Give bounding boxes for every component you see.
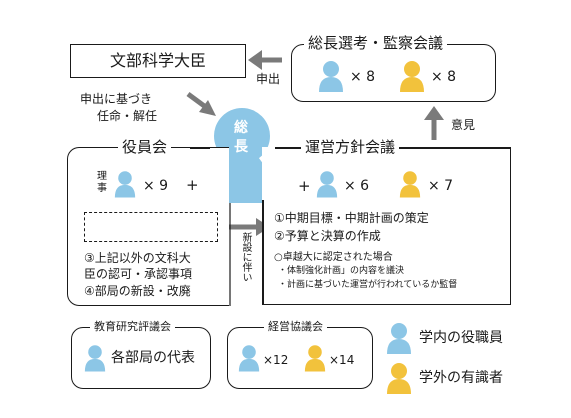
board-box (67, 147, 229, 306)
board-title: 役員会 (118, 140, 172, 155)
arrow-report (248, 50, 282, 70)
director-count: × 9 (143, 178, 169, 194)
council-external-count: × 7 (428, 178, 454, 194)
legend-external-label: 学外の有識者 (419, 370, 503, 386)
council-internal-count: × 6 (344, 178, 370, 194)
internal-person-icon (319, 61, 343, 92)
appointment-label-1: 申出に基づき (80, 92, 153, 106)
management-council-title: 経営協議会 (264, 321, 327, 332)
director-label: 理事 (97, 171, 107, 194)
external-person-icon (400, 61, 424, 92)
management-external-icon (304, 345, 326, 372)
council-item-2: ②予算と決算の作成 (274, 229, 381, 243)
arrow-opinion (424, 106, 444, 140)
mext-title: 文部科学大臣 (109, 51, 206, 70)
council-case-item-2: ・計画に基づいた運営が行われているか監督 (278, 280, 458, 290)
board-item-1: ③上記以外の文科大 (84, 251, 191, 265)
council-left-line (262, 200, 264, 305)
council-external-icon (399, 171, 421, 198)
director-person-icon (114, 171, 136, 198)
selection-external-count: × 8 (431, 69, 457, 85)
selection-internal-count: × 8 (350, 69, 376, 85)
new-establishment-label: 新設に伴い (240, 232, 251, 282)
legend-external-icon (387, 363, 411, 394)
board-item-2: 臣の認可・承認事項 (84, 267, 193, 281)
board-plus: + (186, 176, 199, 194)
president-label-1: 総 (234, 120, 248, 136)
council-item-1: ①中期目標・中期計画の策定 (274, 211, 429, 225)
dashed-placeholder (84, 212, 218, 242)
council-case-item-1: ・体制強化計画」の内容を議決 (278, 266, 405, 276)
board-item-3: ④部局の新設・改廃 (84, 284, 191, 298)
legend-internal-label: 学内の役職員 (419, 330, 503, 346)
council-box (262, 147, 511, 305)
president-label-2: 長 (234, 139, 248, 155)
council-title: 運営方針会議 (301, 140, 400, 155)
education-member-icon (84, 345, 106, 372)
appointment-label-2: 任命・解任 (97, 109, 158, 123)
arrow-appointment (186, 91, 216, 116)
mext-box: 文部科学大臣 (70, 44, 246, 78)
opinion-label: 意見 (451, 118, 476, 132)
legend-internal-icon (387, 323, 411, 354)
management-external-count: ×14 (329, 353, 355, 367)
council-plus: + (298, 177, 311, 195)
board-top-line (190, 147, 210, 149)
council-case-title: ○卓越大に認定された場合 (274, 252, 393, 263)
management-internal-icon (238, 345, 260, 372)
council-internal-icon (316, 171, 338, 198)
report-label: 申出 (256, 72, 281, 86)
education-council-title: 教育研究評議会 (90, 321, 175, 332)
management-internal-count: ×12 (263, 353, 289, 367)
selection-council-title: 総長選考・監察会議 (304, 36, 448, 51)
education-member-label: 各部局の代表 (111, 350, 195, 366)
